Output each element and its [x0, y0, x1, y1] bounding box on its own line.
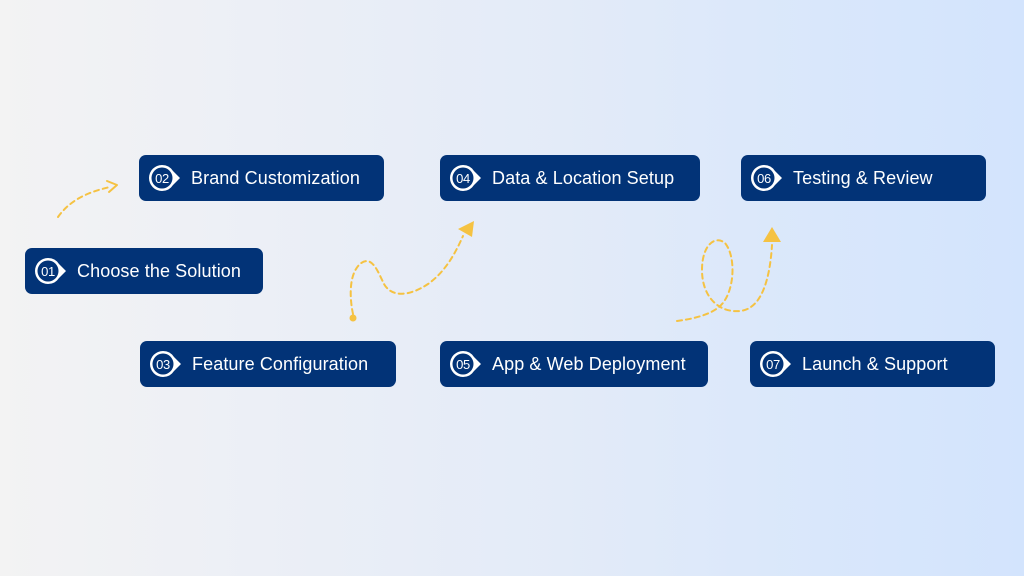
step-number-badge: 06 [749, 163, 782, 193]
step-number-badge: 07 [758, 349, 791, 379]
step-label: Feature Configuration [192, 353, 369, 374]
step-05: 05 App & Web Deployment [440, 341, 708, 387]
connector-01-02 [57, 180, 118, 218]
step-03: 03 Feature Configuration [140, 341, 396, 387]
pin-badge-icon [35, 257, 66, 285]
pin-badge-icon [450, 164, 481, 192]
step-label: Launch & Support [802, 353, 948, 374]
step-01: 01 Choose the Solution [25, 248, 263, 294]
step-number-badge: 01 [33, 256, 66, 286]
arrowhead-icon [458, 221, 474, 237]
start-dot-icon [349, 314, 357, 322]
step-02: 02 Brand Customization [139, 155, 384, 201]
step-number-badge: 05 [448, 349, 481, 379]
connector-03-04 [349, 221, 474, 322]
step-04: 04 Data & Location Setup [440, 155, 700, 201]
step-label: Brand Customization [191, 167, 360, 188]
step-label: App & Web Deployment [492, 353, 686, 374]
step-number-badge: 03 [148, 349, 181, 379]
step-06: 06 Testing & Review [741, 155, 986, 201]
arrowhead-icon [763, 227, 781, 242]
pin-badge-icon [149, 164, 180, 192]
pin-badge-icon [760, 350, 791, 378]
connector-05-06 [676, 227, 781, 322]
step-label: Testing & Review [793, 167, 933, 188]
step-label: Choose the Solution [77, 260, 242, 281]
step-label: Data & Location Setup [492, 167, 675, 188]
pin-badge-icon [751, 164, 782, 192]
step-07: 07 Launch & Support [750, 341, 995, 387]
pin-badge-icon [450, 350, 481, 378]
arrowhead-icon [106, 180, 118, 193]
step-number-badge: 04 [448, 163, 481, 193]
pin-badge-icon [150, 350, 181, 378]
step-number-badge: 02 [147, 163, 180, 193]
